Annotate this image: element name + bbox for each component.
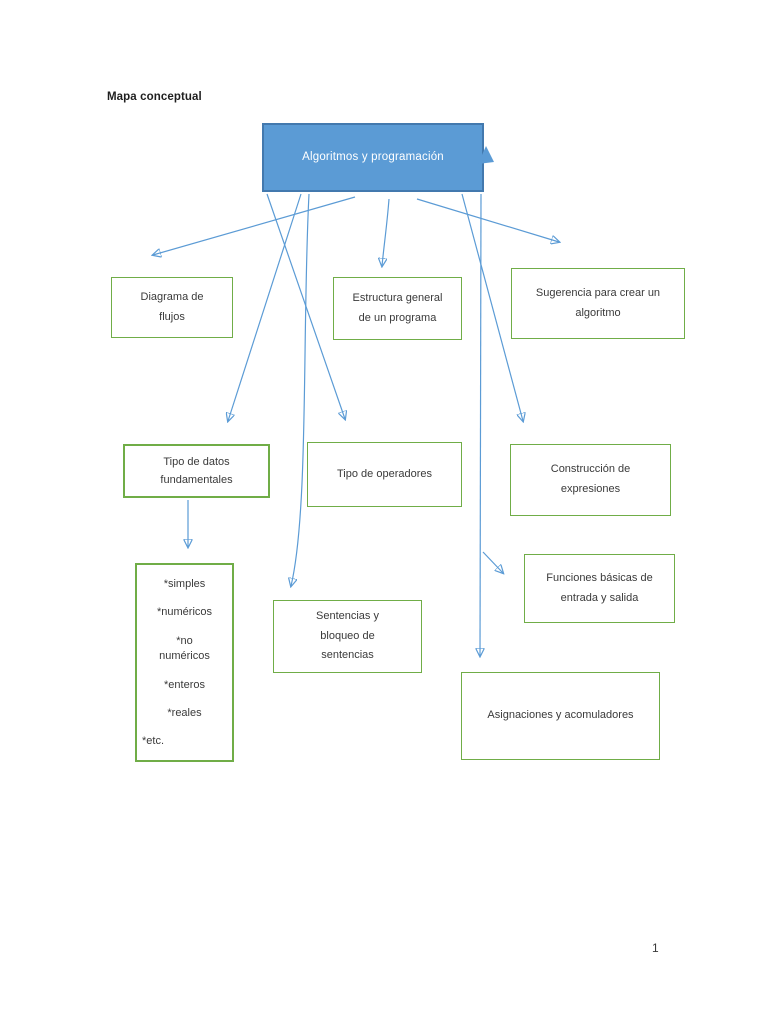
- node-label: Tipo de operadores: [337, 467, 432, 480]
- node-algoritmos-y-programacion: Algoritmos y programación: [262, 123, 484, 192]
- node-asignaciones-y-acomuladores: Asignaciones y acomuladores: [461, 672, 660, 760]
- list-item: *reales: [167, 706, 202, 719]
- node-tipo-de-datos-fundamentales: Tipo de datos fundamentales: [123, 444, 270, 498]
- node-label: Tipo de datos fundamentales: [160, 455, 233, 486]
- page-number: 1: [652, 941, 659, 955]
- list-item: *simples: [163, 578, 206, 590]
- node-tipo-de-operadores: Tipo de operadores: [307, 442, 462, 507]
- edge-root-to-asignaciones: [480, 193, 481, 656]
- list-item: *no numéricos: [159, 634, 210, 663]
- node-construccion-de-expresiones: Construcción de expresiones: [510, 444, 671, 516]
- node-sugerencia-algoritmo: Sugerencia para crear un algoritmo: [511, 268, 685, 339]
- edge-root-to-estructura: [382, 198, 390, 266]
- node-label: Sugerencia para crear un algoritmo: [535, 286, 661, 319]
- node-label: Sentencias y bloqueo de sentencias: [316, 609, 379, 662]
- node-label: Estructura general de un programa: [352, 291, 443, 324]
- edge-root-to-diagrama: [153, 196, 356, 255]
- edge-root-to-sugerencia: [416, 198, 559, 242]
- node-data-types-list: *simples *numéricos *no numéricos *enter…: [135, 563, 234, 762]
- list-item: *numéricos: [156, 606, 213, 619]
- node-label: Algoritmos y programación: [302, 151, 444, 164]
- page-title: Mapa conceptual: [107, 91, 202, 103]
- edge-root-to-sentencias: [291, 193, 310, 586]
- node-label: Asignaciones y acomuladores: [487, 709, 634, 722]
- node-label: Construcción de expresiones: [550, 463, 631, 495]
- node-diagrama-de-flujos: Diagrama de flujos: [111, 277, 233, 338]
- node-label: Funciones básicas de entrada y salida: [546, 571, 653, 604]
- list-item: *etc.: [142, 735, 165, 748]
- edge-branch-to-funciones: [482, 551, 503, 573]
- edge-root-to-tipo-datos: [228, 193, 302, 421]
- node-estructura-general: Estructura general de un programa: [333, 277, 462, 340]
- list-item: *enteros: [164, 678, 205, 691]
- node-funciones-basicas: Funciones básicas de entrada y salida: [524, 554, 675, 623]
- node-label: Diagrama de flujos: [140, 290, 204, 323]
- node-sentencias-y-bloqueo: Sentencias y bloqueo de sentencias: [273, 600, 422, 673]
